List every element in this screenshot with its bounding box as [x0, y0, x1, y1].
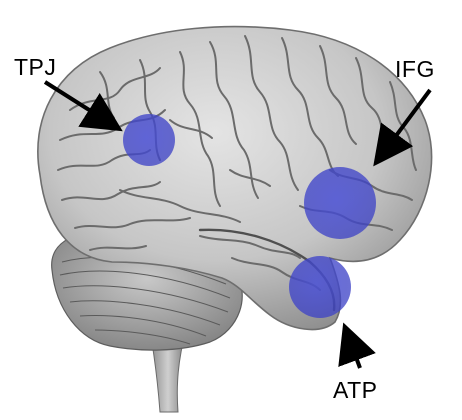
atp-label: ATP: [333, 377, 378, 403]
atp-region: [289, 256, 351, 318]
ifg-label: IFG: [395, 56, 435, 82]
tpj-region: [123, 114, 175, 166]
ifg-region: [304, 167, 376, 239]
tpj-label: TPJ: [14, 54, 56, 80]
atp-arrow: [346, 330, 360, 368]
